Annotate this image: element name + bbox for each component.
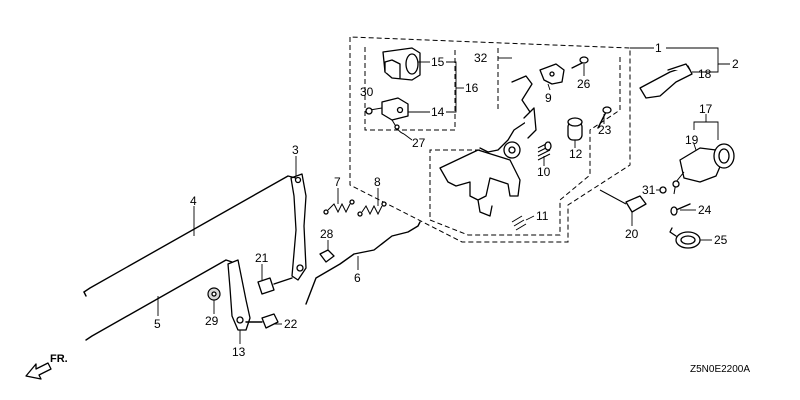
callout-4: 4 [190, 194, 197, 208]
callout-22: 22 [284, 317, 298, 331]
part-8-spring [357, 201, 387, 217]
part-29-washer [207, 287, 221, 301]
part-3-lever [290, 173, 307, 281]
leader-lines [157, 47, 730, 344]
part-21-bolt [257, 277, 293, 295]
front-direction-indicator: FR. [25, 353, 68, 380]
callout-26: 26 [577, 77, 591, 91]
callout-3: 3 [292, 143, 299, 157]
callout-21: 21 [255, 251, 269, 265]
callout-25: 25 [714, 233, 728, 247]
callout-32: 32 [474, 51, 488, 65]
part-30-screw [365, 107, 373, 115]
part-19-switch-body [672, 143, 735, 195]
part-12-spacer [567, 117, 583, 141]
callout-29: 29 [205, 314, 219, 328]
callout-2: 2 [732, 57, 739, 71]
part-24-screw [670, 203, 691, 216]
callout-31: 31 [642, 183, 656, 197]
part-31-washer [659, 186, 667, 194]
part-23-screw [597, 106, 612, 129]
callout-17: 17 [699, 102, 713, 116]
front-label: FR. [50, 353, 68, 365]
callout-10: 10 [537, 165, 551, 179]
callout-6: 6 [354, 271, 361, 285]
callout-8: 8 [374, 175, 381, 189]
callout-14: 14 [431, 105, 445, 119]
part-32-control-bracket [439, 75, 537, 217]
part-25-clamp [669, 227, 701, 249]
callout-24: 24 [698, 203, 712, 217]
callout-19: 19 [685, 133, 699, 147]
part-20-bolt [599, 189, 647, 213]
part-28-nut [319, 249, 335, 263]
callout-16: 16 [465, 81, 479, 95]
callout-13: 13 [232, 345, 246, 359]
callout-30: 30 [360, 85, 374, 99]
part-6-rod [305, 221, 421, 305]
callout-18: 18 [698, 67, 712, 81]
assembly-1-boundary [349, 36, 631, 243]
part-13-lever [227, 259, 251, 331]
callout-labels: 1 2 32 15 16 30 14 27 9 26 18 12 23 10 1… [154, 41, 739, 359]
callout-7: 7 [334, 175, 341, 189]
callout-23: 23 [598, 123, 612, 137]
part-22-bolt [245, 313, 279, 329]
callout-11: 11 [536, 209, 549, 223]
callout-28: 28 [320, 227, 334, 241]
part-11-spring [511, 215, 527, 231]
callout-15: 15 [431, 55, 445, 69]
callout-20: 20 [625, 227, 639, 241]
part-5-rod [85, 259, 233, 341]
diagram-reference-code: Z5N0E2200A [690, 364, 750, 375]
assembly-16-boundary [364, 47, 456, 131]
callout-12: 12 [569, 147, 583, 161]
assembly-32-boundary [429, 48, 621, 236]
callout-5: 5 [154, 317, 161, 331]
part-15-bracket [382, 47, 421, 81]
callout-9: 9 [545, 91, 552, 105]
part-7-spring [323, 199, 355, 215]
front-arrow-icon [25, 362, 52, 380]
part-4-rod [83, 175, 297, 297]
part-14-switch [369, 97, 409, 121]
part-9-bracket [539, 63, 565, 85]
part-27-wire [391, 119, 405, 135]
callout-1: 1 [655, 41, 662, 55]
part-18-bracket [639, 63, 693, 99]
part-10-spring [537, 141, 552, 161]
part-26-screw [571, 56, 589, 69]
callout-27: 27 [412, 136, 426, 150]
